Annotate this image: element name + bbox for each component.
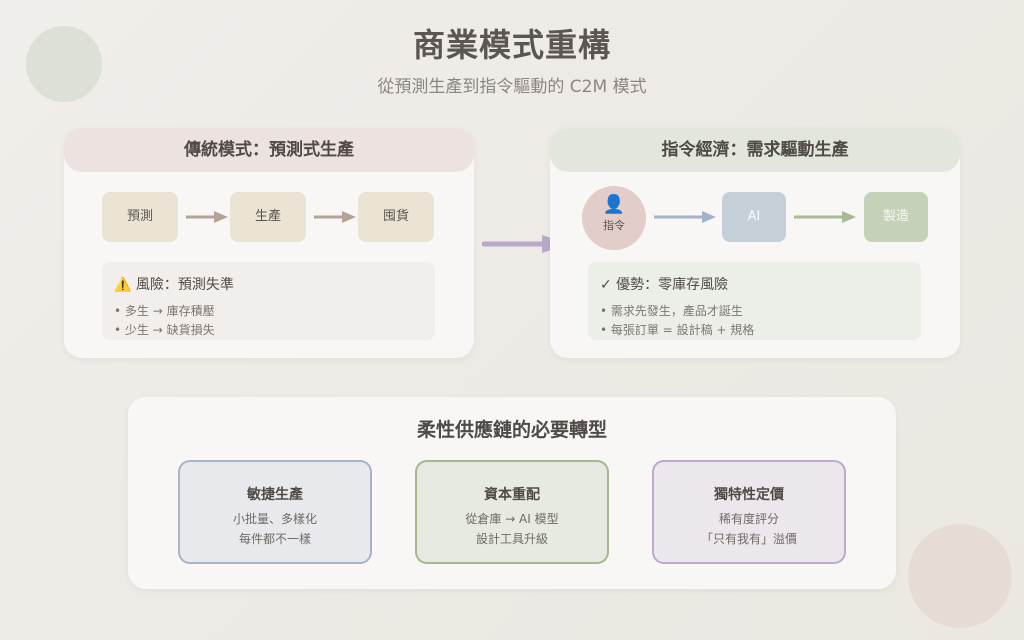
- flow-step-forecast: 預測: [102, 192, 178, 242]
- card-line: 設計工具升級: [475, 532, 548, 546]
- user-icon: 👤: [602, 194, 626, 215]
- decorative-circle: [26, 26, 102, 102]
- card-title: 資本重配: [484, 487, 540, 503]
- command-economy-title: 指令經濟：需求驅動生產: [550, 128, 960, 172]
- card-title: 獨特性定價: [714, 487, 784, 503]
- card-line: 從倉庫 → AI 模型: [465, 512, 559, 526]
- ai-node: AI: [722, 192, 786, 242]
- supply-chain-title: 柔性供應鏈的必要轉型: [416, 419, 607, 441]
- advantage-item: • 需求先發生，產品才誕生: [600, 304, 743, 318]
- card-uniqueness-pricing: 獨特性定價 稀有度評分 「只有我有」溢價: [652, 460, 846, 564]
- page-subtitle: 從預測生產到指令驅動的 C2M 模式: [377, 77, 647, 97]
- card-capital-reallocation: 資本重配 從倉庫 → AI 模型 設計工具升級: [415, 460, 609, 564]
- traditional-model-panel: 傳統模式：預測式生產 預測 生產 囤貨 ⚠️ 風險：預測失準 • 多生 → 庫存…: [64, 128, 474, 358]
- flow-step-stockpile: 囤貨: [358, 192, 434, 242]
- card-line: 小批量、多樣化: [232, 512, 317, 526]
- card-line: 每件都不一樣: [238, 532, 311, 546]
- flow-step-produce: 生產: [230, 192, 306, 242]
- card-line: 「只有我有」溢價: [700, 532, 797, 546]
- risk-item: • 多生 → 庫存積壓: [114, 304, 215, 318]
- flow-arrow: [186, 211, 228, 223]
- risk-title: ⚠️ 風險：預測失準: [114, 277, 234, 293]
- card-title: 敏捷生產: [247, 487, 303, 503]
- risk-item: • 少生 → 缺貨損失: [114, 323, 215, 337]
- risk-box: ⚠️ 風險：預測失準 • 多生 → 庫存積壓 • 少生 → 缺貨損失: [102, 262, 435, 340]
- advantage-item: • 每張訂單 = 設計稿 + 規格: [600, 323, 755, 337]
- command-economy-panel: 指令經濟：需求驅動生產 👤 指令 AI 製造 ✓ 優勢：零庫存風險 • 需求先發…: [550, 128, 960, 358]
- advantage-box: ✓ 優勢：零庫存風險 • 需求先發生，產品才誕生 • 每張訂單 = 設計稿 + …: [588, 262, 921, 340]
- command-label: 指令: [603, 219, 625, 232]
- page-title: 商業模式重構: [412, 26, 611, 64]
- advantage-title: ✓ 優勢：零庫存風險: [600, 277, 729, 293]
- traditional-model-title: 傳統模式：預測式生產: [64, 128, 474, 172]
- flow-arrow: [654, 211, 716, 223]
- command-node: 👤 指令: [582, 186, 646, 250]
- flow-arrow: [794, 211, 856, 223]
- manufacture-node: 製造: [864, 192, 928, 242]
- flow-arrow: [314, 211, 356, 223]
- supply-chain-panel: 柔性供應鏈的必要轉型 敏捷生產 小批量、多樣化 每件都不一樣 資本重配 從倉庫 …: [128, 397, 896, 589]
- card-agile-production: 敏捷生產 小批量、多樣化 每件都不一樣: [178, 460, 372, 564]
- decorative-circle: [908, 524, 1012, 628]
- card-line: 稀有度評分: [718, 512, 779, 526]
